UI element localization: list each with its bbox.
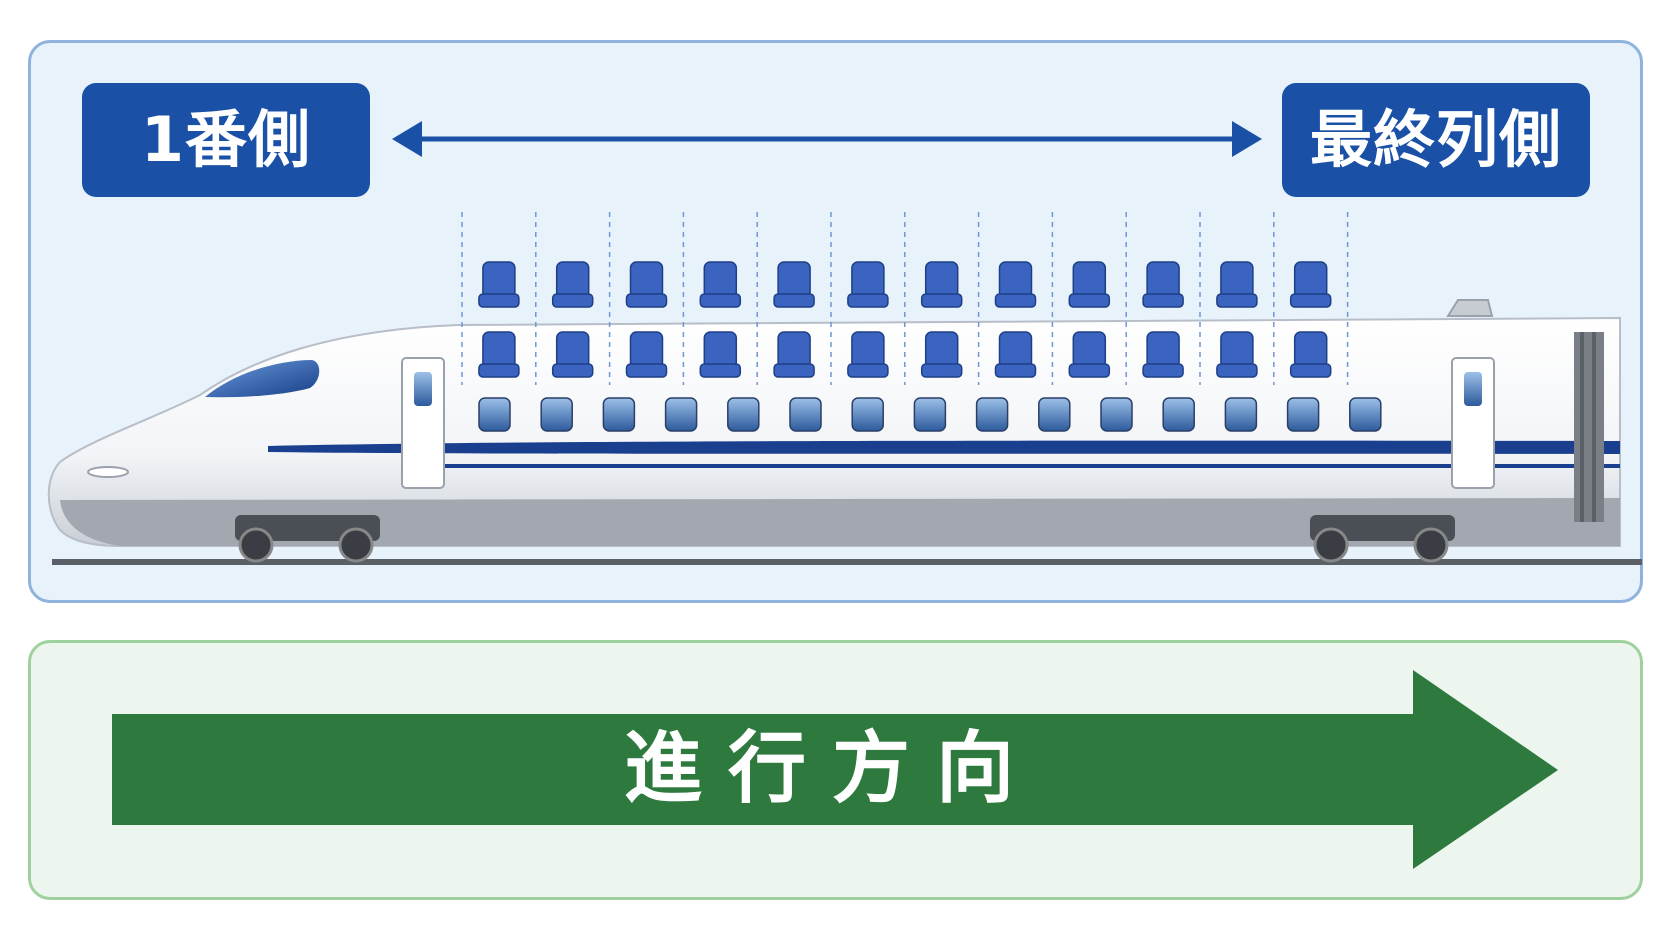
rail: [52, 559, 1642, 565]
seat-icon: [773, 331, 815, 378]
seat-icon: [847, 261, 889, 308]
seat-icon: [699, 331, 742, 378]
train-windows: [478, 397, 1382, 432]
passenger-window: [478, 397, 511, 432]
passenger-window: [975, 397, 1009, 432]
seat-icon: [847, 331, 889, 378]
seat-icon: [1142, 261, 1184, 308]
cockpit-window: [205, 360, 320, 398]
passenger-window: [1100, 397, 1133, 432]
passenger-window: [602, 397, 636, 432]
passenger-window: [664, 397, 698, 432]
headlight: [87, 466, 129, 478]
body-stripe-thick: [268, 440, 1620, 454]
seat-icon: [1289, 261, 1332, 308]
seat-icon: [920, 331, 963, 378]
passenger-window: [727, 397, 760, 432]
seat-icon: [773, 261, 815, 308]
gangway: [1574, 332, 1604, 522]
body-stripe-thin: [405, 464, 1620, 468]
passenger-window: [540, 397, 573, 432]
passenger-window: [1162, 397, 1195, 432]
passenger-window: [1224, 397, 1258, 432]
seat-icon: [1216, 261, 1258, 308]
direction-of-travel-label: 進行方向: [623, 724, 1040, 814]
seat-guide-lines: [461, 212, 1349, 385]
passenger-window: [789, 397, 822, 432]
door-rear: [1451, 357, 1495, 489]
shinkansen-train: [47, 299, 1621, 563]
seat-icon: [625, 261, 668, 308]
passenger-window: [1038, 397, 1071, 432]
seat-icon: [994, 331, 1037, 378]
span-double-arrow: [392, 121, 1262, 157]
bogie-front: [235, 515, 380, 563]
seat-icon: [478, 331, 520, 378]
seat-grid: [478, 261, 1332, 378]
seat-icon: [1068, 261, 1111, 308]
seat-icon: [478, 261, 520, 308]
seat-icon: [1068, 331, 1111, 378]
door-front: [401, 357, 445, 489]
passenger-window: [851, 397, 884, 432]
direction-arrow: [112, 670, 1558, 869]
seat-icon: [1216, 331, 1258, 378]
passenger-window: [913, 397, 947, 432]
seat-icon: [551, 261, 594, 308]
pantograph-cover: [1446, 299, 1494, 317]
seat-icon: [1289, 331, 1332, 378]
seat-icon: [1142, 331, 1184, 378]
first-row-side-label: 1番側: [82, 83, 370, 197]
seat-icon: [625, 331, 668, 378]
seat-icon: [920, 261, 963, 308]
seat-icon: [699, 261, 742, 308]
bogie-rear: [1310, 515, 1455, 563]
passenger-window: [1286, 397, 1320, 432]
seat-icon: [551, 331, 594, 378]
passenger-window: [1349, 397, 1382, 432]
seat-icon: [994, 261, 1037, 308]
last-row-side-label: 最終列側: [1282, 83, 1590, 197]
